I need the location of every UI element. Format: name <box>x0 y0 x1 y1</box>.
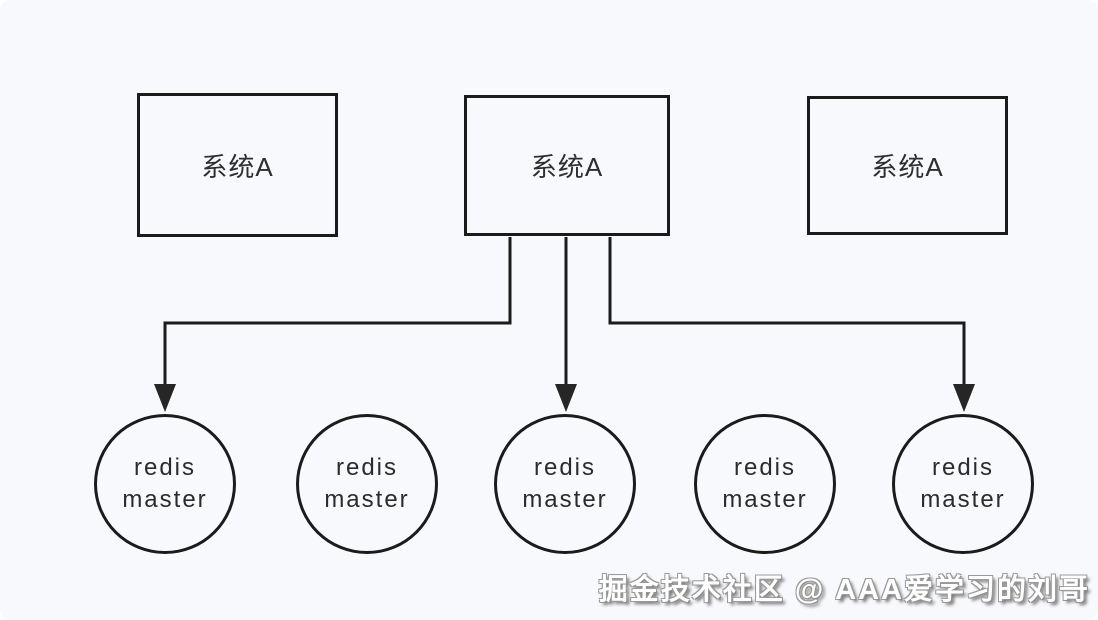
redis-node-3-line2: master <box>522 486 608 513</box>
redis-node-1-line2: master <box>122 486 208 513</box>
redis-node-5-line1: redis <box>931 454 995 482</box>
redis-node-2-line1: redis <box>335 454 399 482</box>
system-box-2: 系统A <box>464 95 670 236</box>
redis-node-2: redis master <box>296 414 438 554</box>
redis-node-1-line1: redis <box>133 454 197 482</box>
arrow-middle <box>555 237 577 412</box>
watermark-text: 掘金技术社区 @ AAA爱学习的刘哥 <box>598 574 1090 606</box>
redis-node-3: redis master <box>494 414 636 554</box>
system-box-1-label: 系统A <box>201 151 274 182</box>
redis-node-2-line2: master <box>324 486 410 513</box>
redis-node-5: redis master <box>892 414 1034 554</box>
redis-node-4-line1: redis <box>733 454 797 482</box>
system-box-1: 系统A <box>137 93 338 237</box>
system-box-2-label: 系统A <box>530 152 604 182</box>
redis-node-4-line2: master <box>722 486 808 513</box>
redis-node-4: redis master <box>694 414 836 554</box>
system-box-3-label: 系统A <box>871 152 944 182</box>
redis-node-3-line1: redis <box>533 454 597 482</box>
system-box-3: 系统A <box>807 96 1008 235</box>
arrow-right <box>608 237 975 412</box>
arrow-left <box>154 237 512 412</box>
redis-node-5-line2: master <box>920 486 1006 513</box>
redis-node-1: redis master <box>94 414 236 554</box>
